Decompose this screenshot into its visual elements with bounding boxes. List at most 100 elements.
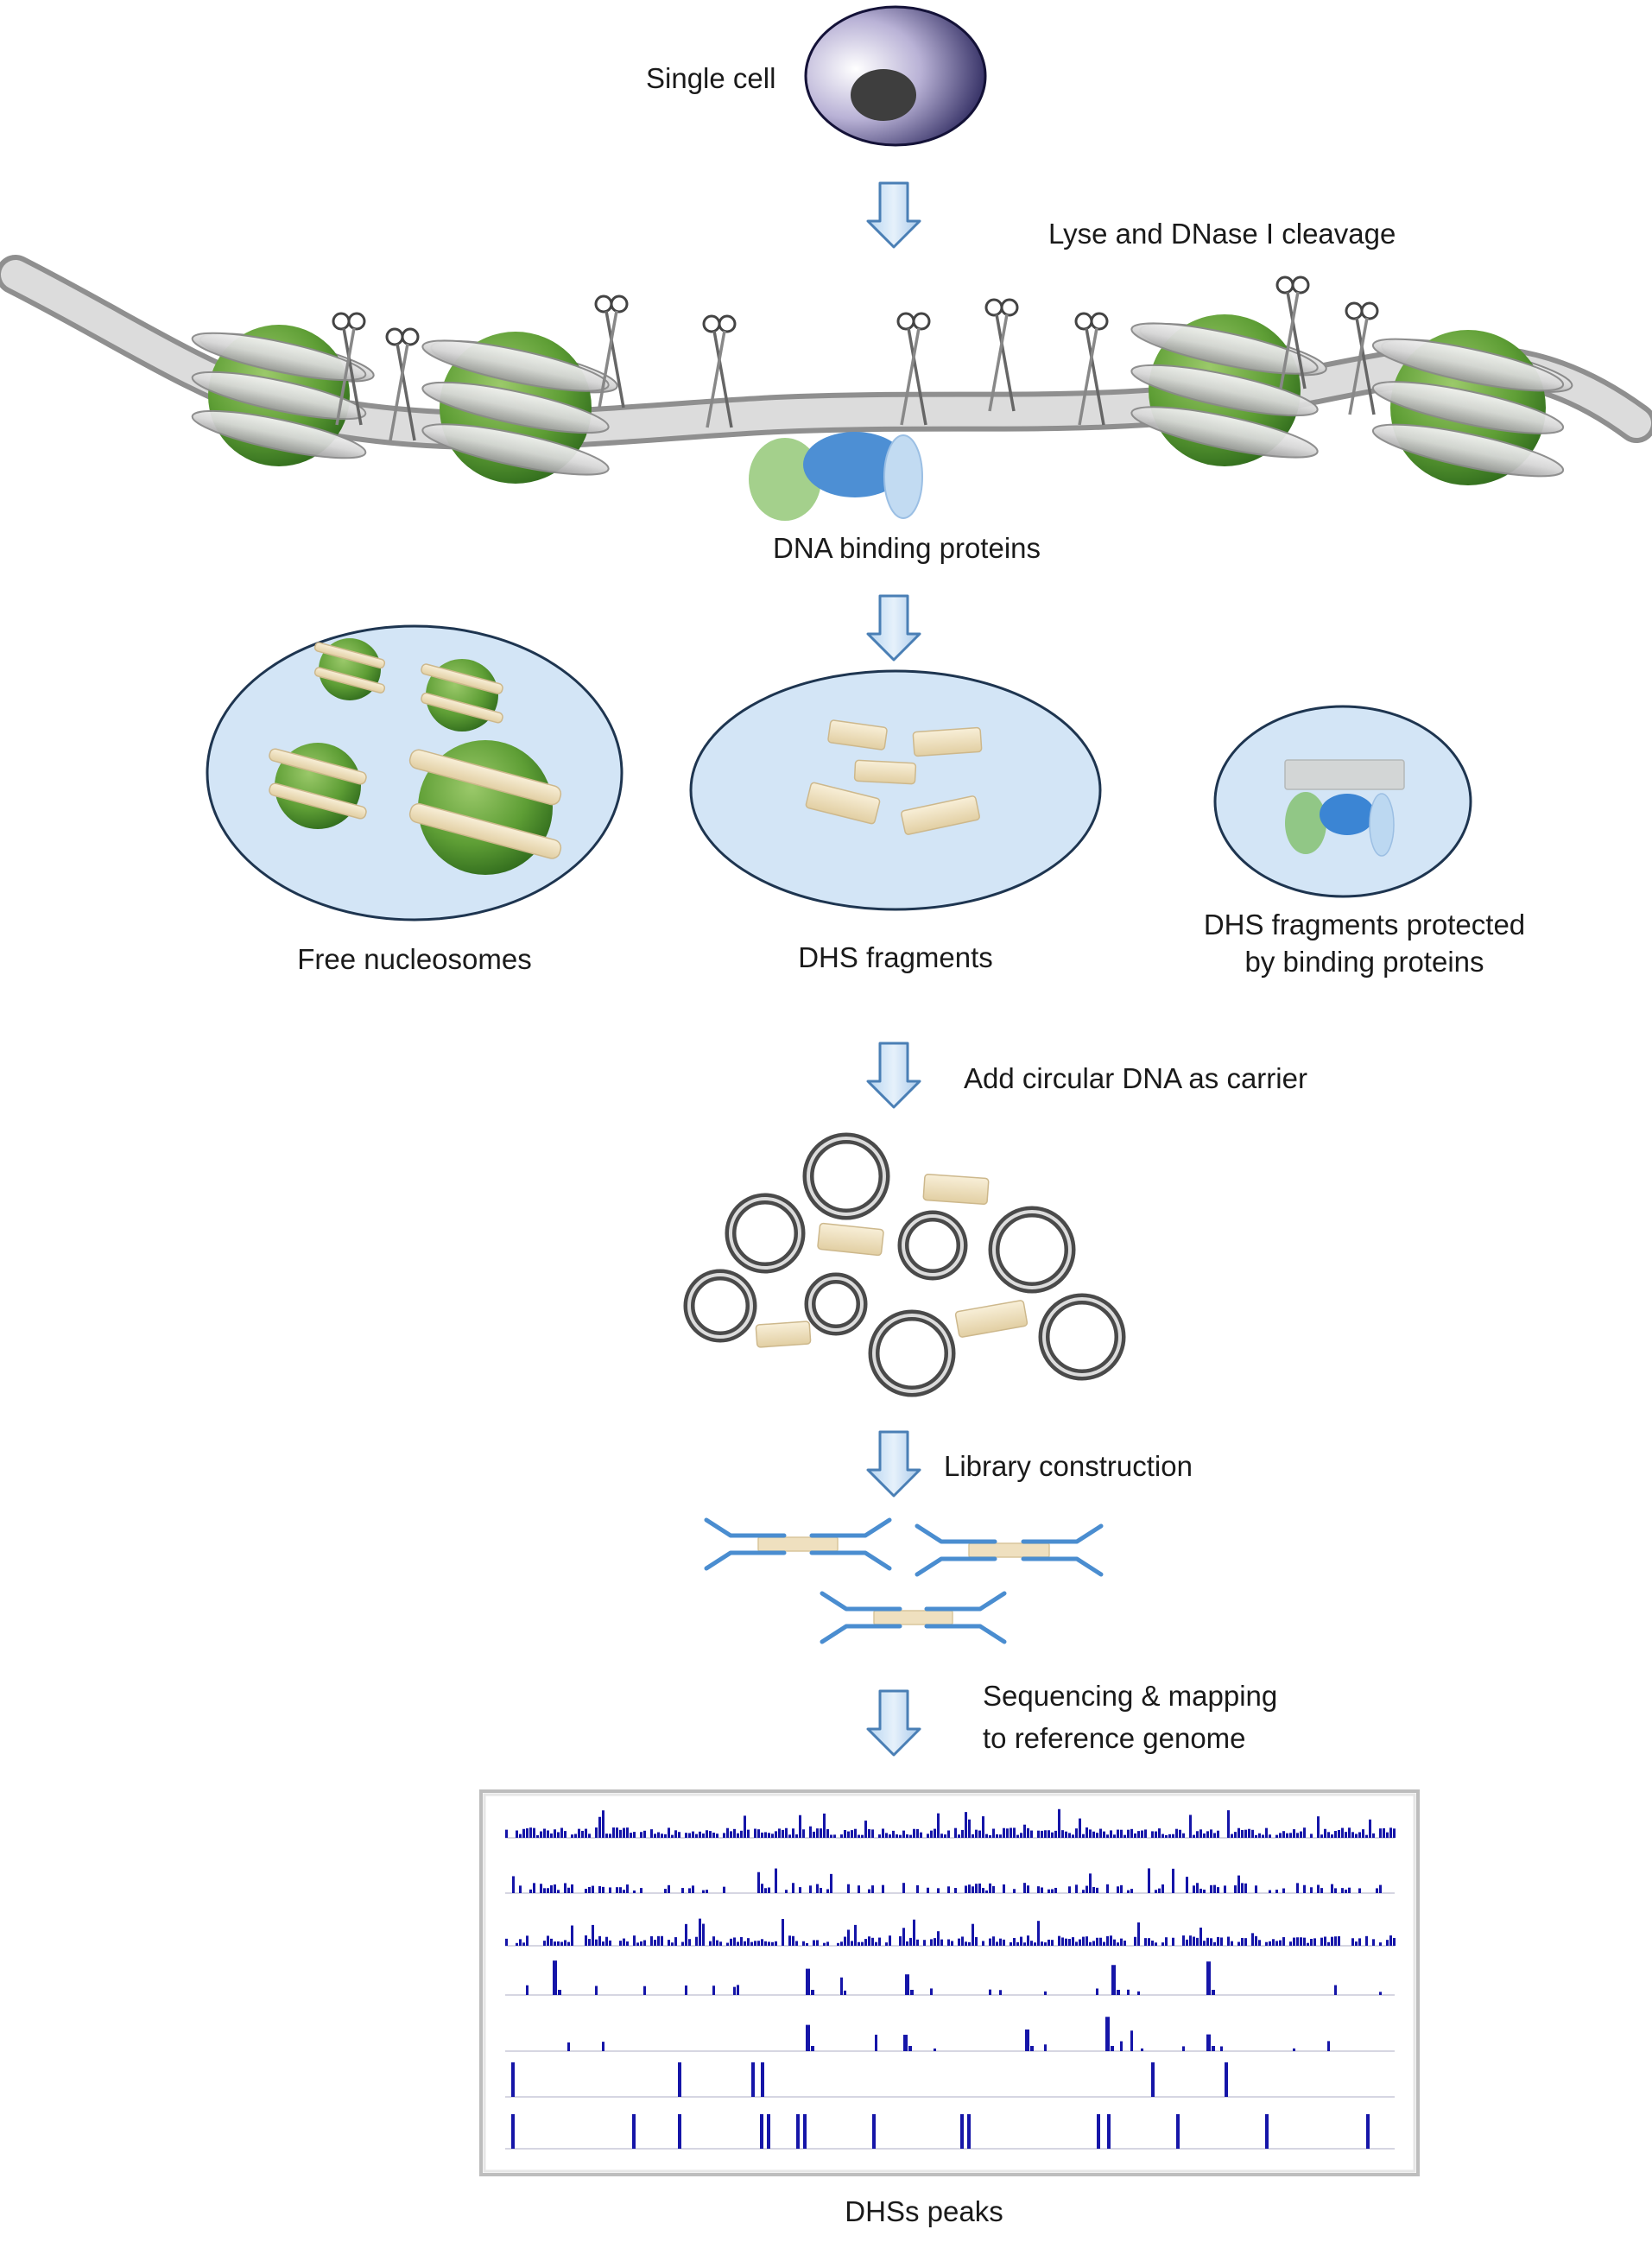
signal-bar <box>744 1815 746 1838</box>
signal-bar <box>937 1931 940 1946</box>
signal-bar <box>737 1833 739 1838</box>
signal-bar <box>975 1936 978 1946</box>
signal-bar <box>782 1829 784 1838</box>
signal-bar <box>1334 1888 1337 1893</box>
nucleosome-2 <box>421 332 618 484</box>
signal-bar <box>1044 2044 1047 2051</box>
signal-bar <box>619 1887 622 1893</box>
signal-bar <box>1027 1935 1029 1946</box>
signal-bar <box>996 1941 998 1946</box>
signal-bar <box>934 1938 936 1946</box>
peak-bar <box>1366 2114 1370 2149</box>
signal-bar <box>616 1887 618 1893</box>
signal-bar <box>685 1923 687 1946</box>
signal-bar <box>958 1938 960 1946</box>
signal-track <box>505 1868 1395 1894</box>
signal-bar <box>1054 1887 1057 1893</box>
signal-bar <box>906 1834 908 1838</box>
signal-bar <box>820 1887 822 1893</box>
signal-bar <box>1379 1942 1382 1946</box>
signal-bar <box>1241 1937 1244 1946</box>
signal-bar <box>1058 1935 1060 1946</box>
signal-bar <box>740 1936 743 1946</box>
signal-bar <box>1106 1834 1109 1838</box>
signal-bar <box>674 1830 677 1838</box>
signal-bar <box>968 1884 971 1893</box>
signal-bar <box>1096 1937 1098 1946</box>
signal-bar <box>712 1832 715 1838</box>
signal-bar <box>902 1883 905 1893</box>
signal-bar <box>1193 1936 1195 1946</box>
signal-bar <box>543 1941 546 1946</box>
signal-bar <box>1075 1828 1078 1838</box>
signal-bar <box>664 1889 667 1893</box>
signal-bar <box>1393 1938 1396 1946</box>
signal-bar <box>692 1885 694 1893</box>
signal-bar <box>1237 1941 1240 1946</box>
signal-bar <box>1111 2046 1114 2051</box>
signal-bar <box>1061 1937 1064 1946</box>
signal-bar <box>1182 1833 1185 1838</box>
signal-bar <box>668 1884 670 1893</box>
signal-bar <box>633 1935 636 1946</box>
signal-bar <box>871 1829 874 1838</box>
signal-bar <box>567 1941 570 1946</box>
signal-bar <box>875 1941 877 1946</box>
signal-bar <box>1351 1832 1354 1838</box>
signal-bar <box>1027 1827 1029 1838</box>
signal-bar <box>1220 2046 1223 2051</box>
signal-bar <box>1272 1939 1275 1946</box>
signal-bar <box>1137 1831 1140 1838</box>
signal-bar <box>1296 1937 1299 1946</box>
signal-bar <box>1030 2046 1034 2051</box>
signal-bar <box>1237 1827 1240 1838</box>
signal-bar <box>1193 1885 1195 1893</box>
signal-bar <box>633 1832 636 1838</box>
signal-bar <box>816 1884 819 1893</box>
signal-bar <box>1034 1942 1036 1946</box>
signal-bar <box>1179 1829 1181 1838</box>
signal-bar <box>1199 1888 1202 1893</box>
signal-bar <box>1144 1938 1147 1946</box>
signal-bar <box>1120 1829 1123 1838</box>
step-arrow-digest <box>866 594 921 662</box>
signal-bar <box>533 1883 535 1893</box>
signal-bar <box>1037 1830 1040 1838</box>
signal-bar <box>978 1883 981 1893</box>
signal-bar <box>564 1883 566 1893</box>
signal-bar <box>1041 1941 1043 1946</box>
signal-bar <box>1383 1827 1385 1838</box>
signal-bar <box>612 1827 615 1838</box>
peak-bar <box>1107 2114 1111 2149</box>
signal-bar <box>1365 1935 1368 1946</box>
signal-bar <box>851 1830 853 1838</box>
signal-bar <box>934 2048 936 2051</box>
signal-bar <box>1203 1941 1206 1946</box>
dna-fragment <box>805 782 881 825</box>
signal-bar <box>1227 1810 1230 1838</box>
signal-bar <box>695 1834 698 1838</box>
signal-bar <box>1307 1942 1309 1946</box>
signal-bar <box>744 1941 746 1946</box>
signal-bar <box>699 1831 701 1838</box>
signal-bar <box>516 1942 518 1946</box>
signal-bar <box>1048 1889 1050 1893</box>
signal-bar <box>930 1939 933 1946</box>
signal-bar <box>823 1813 826 1838</box>
signal-bar <box>558 1990 561 1995</box>
scissors-icon <box>702 314 737 428</box>
signal-bar <box>1234 1832 1237 1838</box>
signal-bar <box>588 1834 591 1838</box>
signal-bar <box>668 1940 670 1946</box>
signal-bar <box>1020 1936 1022 1946</box>
signal-bar <box>550 1938 553 1946</box>
signal-bar <box>709 1941 712 1946</box>
signal-bar <box>937 1888 940 1893</box>
signal-bar <box>1327 2041 1330 2051</box>
signal-bar <box>992 1828 995 1838</box>
signal-bar <box>844 1829 846 1838</box>
cell-nucleus <box>851 69 916 121</box>
signal-bar <box>750 1941 753 1946</box>
signal-bar <box>847 1884 850 1893</box>
signal-bar <box>560 1827 563 1838</box>
